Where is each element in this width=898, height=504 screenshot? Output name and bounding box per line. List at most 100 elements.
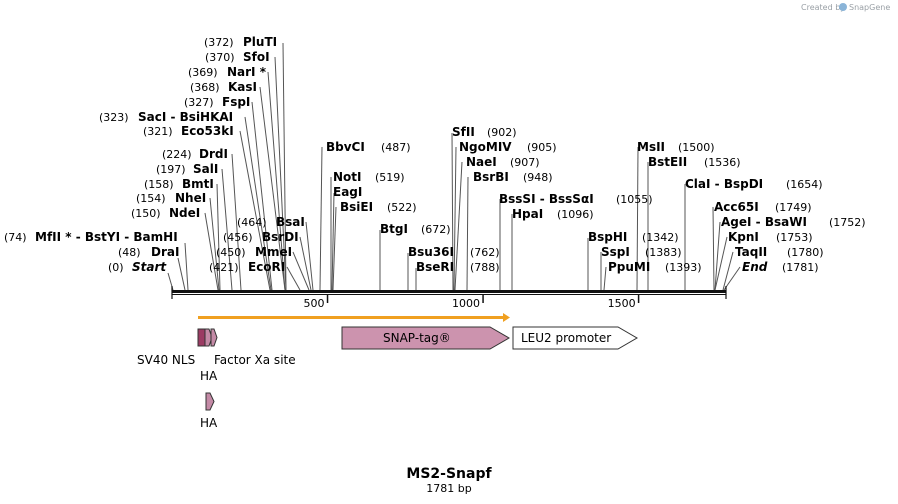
leader-line — [723, 266, 741, 291]
leader-line — [267, 71, 286, 291]
backbone-top-strand — [172, 290, 726, 293]
site-position: (197) — [156, 163, 186, 176]
site-label: (327) FspI — [184, 95, 250, 109]
site-label: ClaI - BspDI (1654) — [685, 177, 823, 191]
site-position: (948) — [523, 171, 553, 184]
site-position: (788) — [470, 261, 500, 274]
site-label: BbvCI (487) — [326, 140, 411, 154]
site-name: SfII — [452, 125, 475, 139]
site-label: (368) KasI — [190, 80, 257, 94]
site-position: (905) — [527, 141, 557, 154]
site-label: NaeI (907) — [466, 155, 540, 169]
leader-line — [714, 236, 728, 291]
site-name: PpuMI — [608, 260, 650, 274]
site-label: BtgI (672) — [380, 222, 451, 236]
site-position: (487) — [381, 141, 411, 154]
site-name: BseRI — [416, 260, 454, 274]
site-position: (372) — [204, 36, 234, 49]
leader-line — [274, 56, 287, 291]
factor-xa-label: Factor Xa site — [214, 353, 296, 367]
site-name: SalI — [193, 162, 218, 176]
site-position: (1780) — [787, 246, 824, 259]
site-position: (368) — [190, 81, 220, 94]
leader-line — [722, 251, 734, 291]
site-name: EagI — [333, 185, 362, 199]
site-label: PpuMI (1393) — [608, 260, 702, 274]
site-label: SfII (902) — [452, 125, 517, 139]
site-name: BmtI — [182, 177, 214, 191]
leader-line — [332, 206, 337, 291]
site-position: (907) — [510, 156, 540, 169]
leader-line — [244, 116, 272, 291]
tick-label: 1000 — [452, 297, 480, 310]
leader-line — [466, 176, 469, 291]
plasmid-length: 1781 bp — [426, 482, 471, 495]
site-label: NgoMIV (905) — [459, 140, 557, 154]
sequence-backbone — [171, 286, 727, 299]
site-label: BsiEI (522) — [340, 200, 417, 214]
leader-line — [251, 101, 273, 291]
site-name: MsII — [637, 140, 665, 154]
features: SNAP-tag® LEU2 promoter SV40 NLS HA Fact… — [137, 326, 638, 430]
site-label: BseRI (788) — [416, 260, 500, 274]
site-name: AgeI - BsaWI — [721, 215, 807, 229]
snapgene-logo-icon — [839, 3, 847, 11]
ha-second-label: HA — [200, 416, 218, 430]
site-name: PluTI — [243, 35, 277, 49]
site-label: (158) BmtI — [144, 177, 214, 191]
site-name: SacI - BsiHKAI — [138, 110, 233, 124]
site-label: (464) BsaI — [237, 215, 305, 229]
site-label: EagI — [333, 185, 362, 199]
site-name: BsrBI — [473, 170, 509, 184]
leader-line — [259, 86, 286, 291]
site-position: (1393) — [665, 261, 702, 274]
site-name: BsrDI — [262, 230, 299, 244]
site-label: KpnI (1753) — [728, 230, 813, 244]
site-label: (224) DrdI — [162, 147, 228, 161]
site-name: End — [742, 260, 768, 274]
site-position: (150) — [131, 207, 161, 220]
site-position: (762) — [470, 246, 500, 259]
credit-prefix: Created by — [801, 3, 845, 12]
site-position: (672) — [421, 223, 451, 236]
site-position: (154) — [136, 192, 166, 205]
site-name: NaeI — [466, 155, 497, 169]
site-label: (321) Eco53kI — [143, 124, 234, 138]
site-position: (450) — [216, 246, 246, 259]
leader-line — [331, 192, 335, 291]
site-position: (1536) — [704, 156, 741, 169]
site-label: (150) NdeI — [131, 206, 200, 220]
leader-line — [282, 42, 287, 291]
site-label: (323) SacI - BsiHKAI — [99, 110, 233, 124]
site-label: (48) DraI — [118, 245, 179, 259]
site-position: (1753) — [776, 231, 813, 244]
site-position: (370) — [205, 51, 235, 64]
site-label: (370) SfoI — [205, 50, 270, 64]
site-name: BssSI - BssSαI — [499, 192, 594, 206]
leader-line — [451, 132, 454, 291]
site-position: (1055) — [616, 193, 653, 206]
site-name: MfII * - BstYI - BamHI — [35, 230, 178, 244]
leader-line — [292, 251, 310, 291]
leader-line — [239, 130, 271, 291]
site-position: (456) — [223, 231, 253, 244]
feature-ha-second — [205, 392, 215, 411]
leader-line — [286, 266, 301, 291]
site-label: BsrBI (948) — [473, 170, 553, 184]
site-name: KpnI — [728, 230, 759, 244]
site-name: MmeI — [255, 245, 292, 259]
site-label: (421) EcoRI — [209, 260, 285, 274]
site-label: BssSI - BssSαI (1055) — [499, 192, 653, 206]
site-name: BspHI — [588, 230, 627, 244]
site-label: (74) MfII * - BstYI - BamHI — [4, 230, 178, 244]
sv40-nls-label: SV40 NLS — [137, 353, 195, 367]
site-label: (450) MmeI — [216, 245, 292, 259]
site-name: BsaI — [276, 215, 305, 229]
leader-line — [231, 153, 242, 291]
site-name: KasI — [228, 80, 257, 94]
site-label: (372) PluTI — [204, 35, 277, 49]
site-name: NheI — [175, 191, 206, 205]
feature-snap-tag — [341, 326, 510, 350]
